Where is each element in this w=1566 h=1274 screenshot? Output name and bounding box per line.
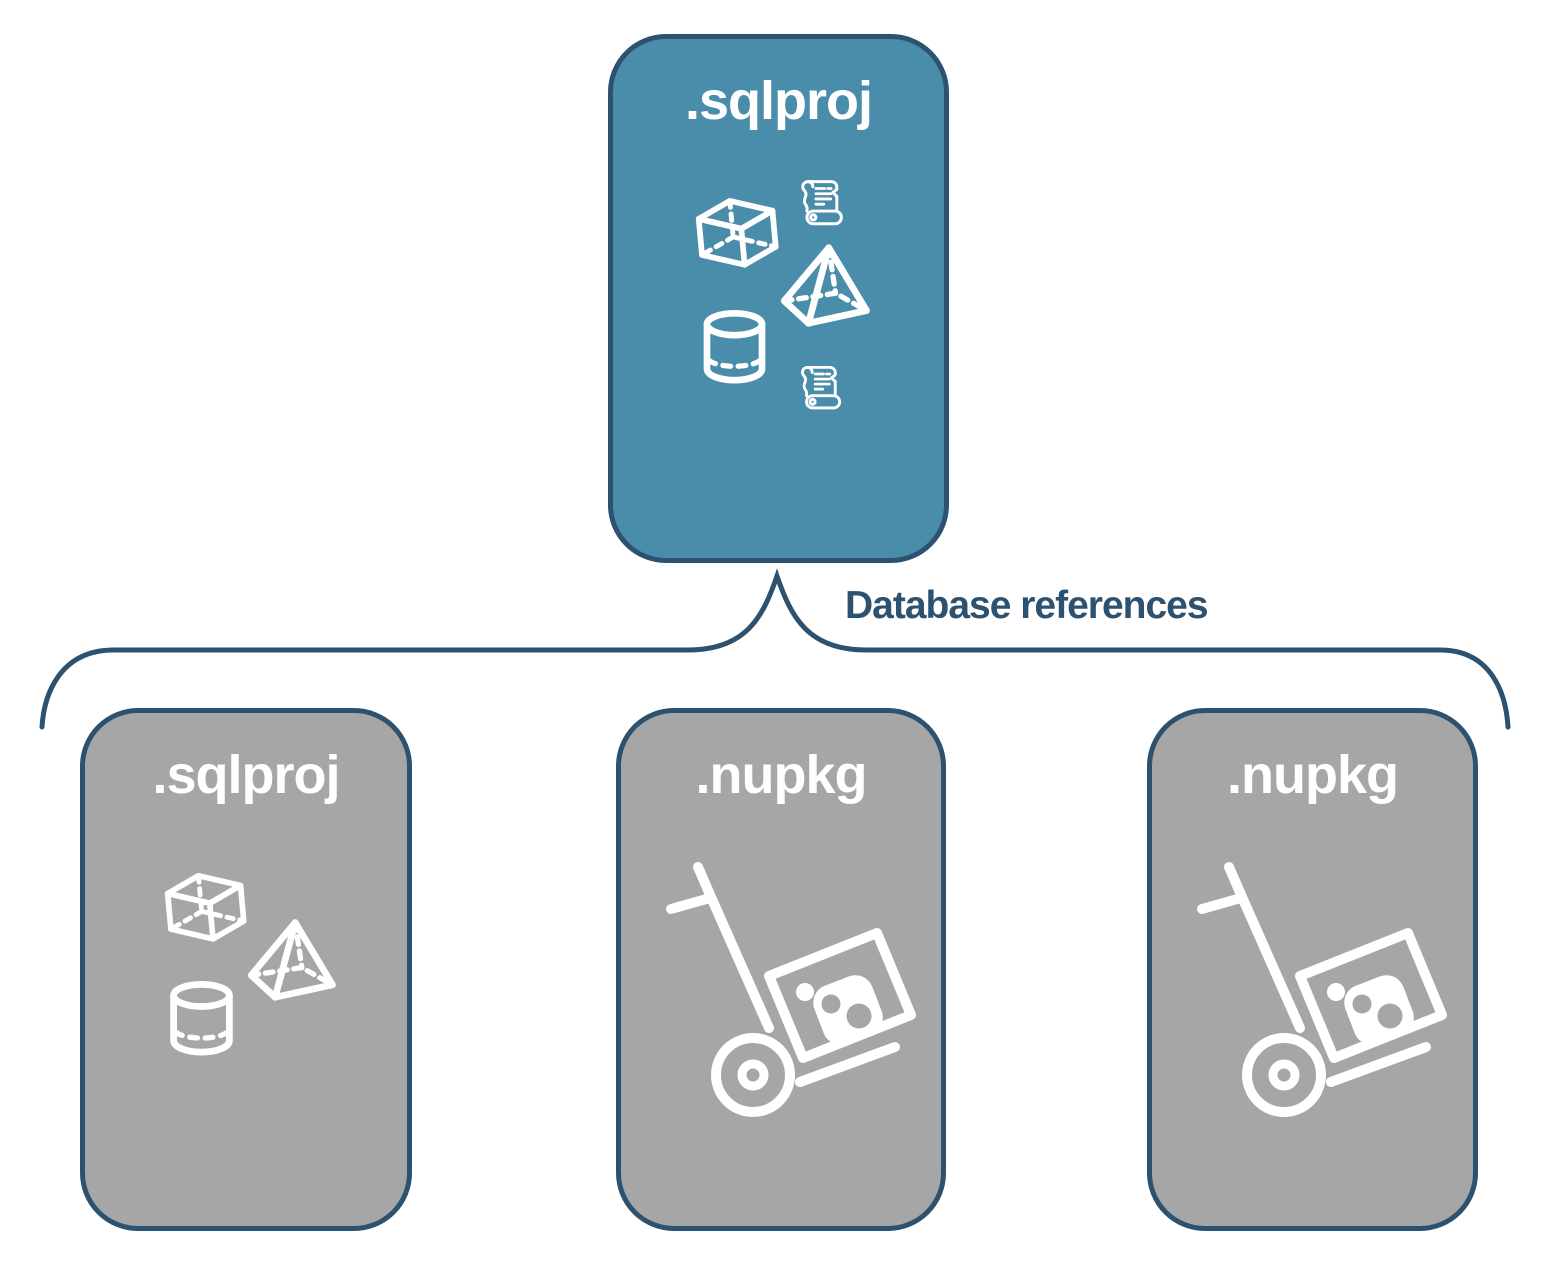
scroll-icon xyxy=(795,175,849,229)
node-child-nupkg-1: .nupkg xyxy=(616,708,946,1231)
node-root-label: .sqlproj xyxy=(684,71,873,131)
node-child-nupkg-1-label: .nupkg xyxy=(695,745,868,805)
cylinder-icon xyxy=(168,981,235,1056)
connector-label: Database references xyxy=(845,584,1209,627)
node-root-sqlproj: .sqlproj xyxy=(608,34,949,563)
pyramid-icon xyxy=(238,915,339,1003)
nuget-package-dolly-icon xyxy=(665,861,917,1123)
cylinder-icon xyxy=(701,310,768,384)
cube-icon xyxy=(162,866,247,947)
node-child-sqlproj: .sqlproj xyxy=(80,708,412,1231)
node-child-nupkg-2: .nupkg xyxy=(1147,708,1478,1231)
cube-icon xyxy=(693,192,779,272)
nuget-package-dolly-icon xyxy=(1196,861,1448,1123)
node-child-nupkg-2-label: .nupkg xyxy=(1227,745,1399,805)
pyramid-icon xyxy=(771,240,873,329)
node-child-sqlproj-label: .sqlproj xyxy=(152,745,340,805)
scroll-icon xyxy=(795,361,847,413)
